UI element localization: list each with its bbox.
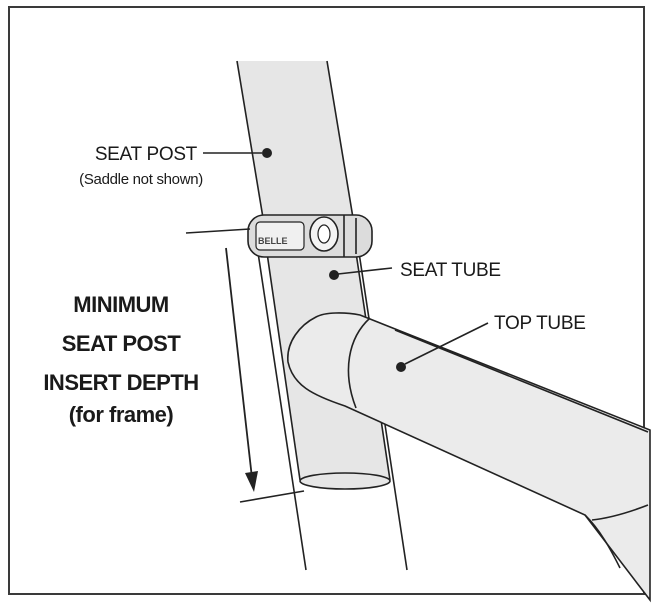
svg-text:MINIMUM: MINIMUM xyxy=(73,292,168,317)
seat-tube-label: SEAT TUBE xyxy=(400,260,501,281)
seat-post-bottom-end xyxy=(299,472,391,490)
insert-depth-bottom-marker xyxy=(239,490,305,503)
leader-lines xyxy=(203,148,489,372)
insert-depth-label: MINIMUM SEAT POST INSERT DEPTH (for fram… xyxy=(43,292,199,427)
svg-text:(for frame): (for frame) xyxy=(69,402,174,427)
seat-post-label: SEAT POST xyxy=(95,144,198,165)
top-tube xyxy=(287,312,651,603)
top-tube-label: TOP TUBE xyxy=(494,313,586,334)
clamp-logo: BELLE xyxy=(258,236,288,246)
insert-depth-arrow xyxy=(225,247,258,492)
seat-clamp: BELLE xyxy=(247,214,373,258)
seat-post xyxy=(236,60,357,237)
insert-depth-top-marker xyxy=(185,228,251,234)
saddle-note-label: (Saddle not shown) xyxy=(79,171,203,188)
svg-text:SEAT POST: SEAT POST xyxy=(62,331,182,356)
svg-text:INSERT DEPTH: INSERT DEPTH xyxy=(43,370,198,395)
